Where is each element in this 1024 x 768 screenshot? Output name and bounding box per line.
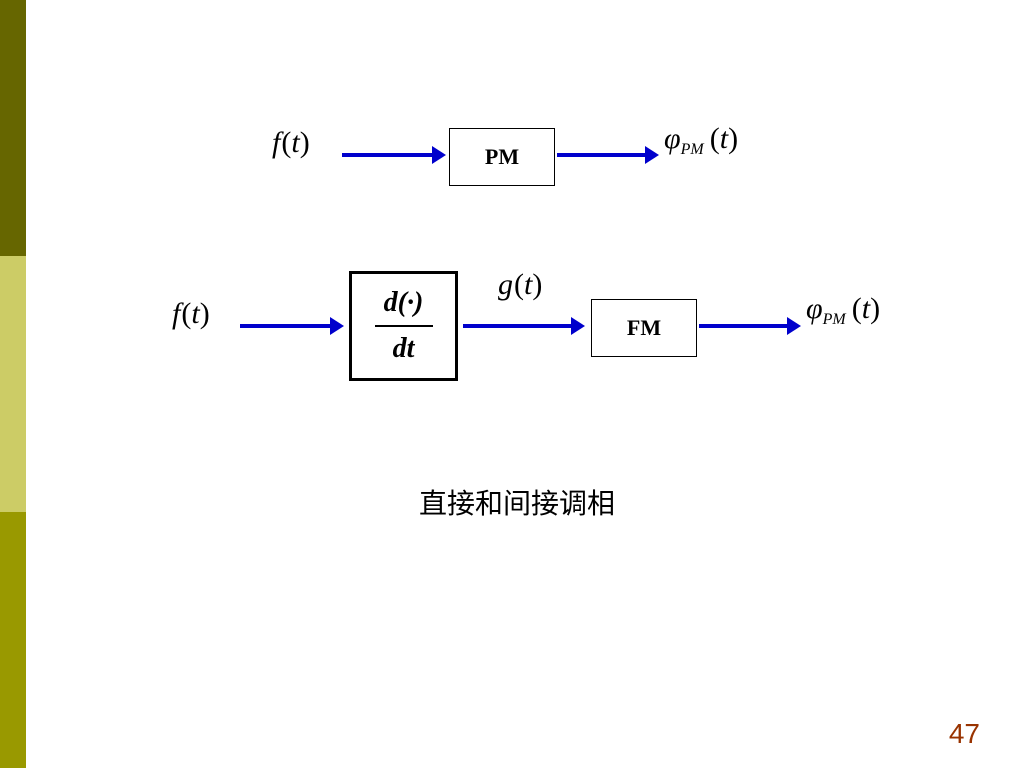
row1-output-arrow <box>557 146 659 164</box>
row2-input-arg: t <box>191 297 200 330</box>
row2-middle-arrow <box>463 317 585 335</box>
fraction-bar <box>374 325 433 327</box>
fm-block: FM <box>591 299 697 357</box>
row2-output-arrow <box>699 317 801 335</box>
derivative-block: d(·) dt <box>349 271 458 381</box>
intermediate-arg: t <box>524 268 533 301</box>
row2-output-arg: t <box>861 292 871 325</box>
row2-output-sub: PM <box>822 311 846 328</box>
fm-block-label: FM <box>626 315 662 340</box>
row2-input-fn: f <box>172 297 182 330</box>
accent-bar-segment-top <box>0 0 26 256</box>
row2-output-label: φPM(t) <box>806 292 881 328</box>
accent-bar-segment-middle <box>0 256 26 512</box>
left-accent-bar <box>0 0 26 768</box>
derivative-numerator: d(·) <box>383 287 424 318</box>
derivative-fraction: d(·) dt <box>374 287 433 365</box>
row1-input-arg: t <box>291 126 300 159</box>
derivative-denominator: dt <box>392 333 415 364</box>
row1-input-arrow <box>342 146 446 164</box>
row1-output-sub: PM <box>680 141 704 158</box>
pm-block: PM <box>449 128 555 186</box>
pm-block-label: PM <box>484 144 520 169</box>
row1-output-arg: t <box>719 122 729 155</box>
intermediate-label: g(t) <box>498 268 543 301</box>
diagram-caption: 直接和间接调相 <box>418 487 615 520</box>
intermediate-fn: g <box>498 268 514 301</box>
accent-bar-segment-bottom <box>0 512 26 768</box>
row1-output-label: φPM(t) <box>664 122 739 158</box>
row2-input-arrow <box>240 317 344 335</box>
row1-input-label: f(t) <box>272 126 310 159</box>
row2-output-fn: φ <box>806 292 823 325</box>
row1-input-fn: f <box>272 126 282 159</box>
diagram-caption-wrap: 直接和间接调相 <box>0 482 1024 522</box>
row1-output-fn: φ <box>664 122 681 155</box>
row2-input-label: f(t) <box>172 297 210 330</box>
page-number: 47 <box>948 718 980 749</box>
